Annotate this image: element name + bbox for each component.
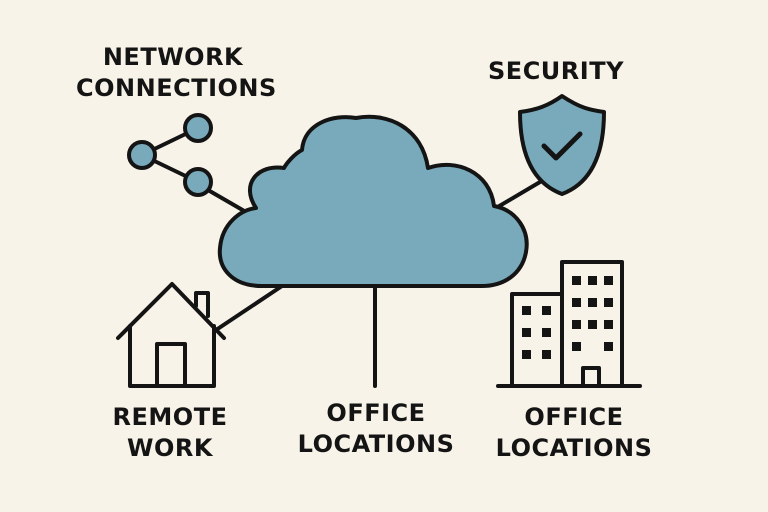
label-line: WORK — [127, 434, 213, 462]
check-mark-icon — [541, 131, 583, 161]
building-door — [581, 366, 601, 388]
network-node — [127, 140, 157, 170]
connector-lines — [206, 180, 542, 388]
label-line: OFFICE — [326, 399, 426, 427]
network-node — [183, 167, 213, 197]
house-icon — [116, 282, 226, 388]
security-label: SECURITY — [486, 56, 626, 87]
house-door — [155, 342, 187, 388]
label-line: NETWORK — [102, 43, 244, 71]
label-line: CONNECTIONS — [76, 74, 277, 102]
office-buildings-icon — [496, 260, 642, 388]
remote-work-label: REMOTE WORK — [104, 402, 236, 464]
label-line: SECURITY — [488, 57, 624, 85]
network-connections-label: NETWORK CONNECTIONS — [76, 42, 277, 104]
label-line: OFFICE — [524, 403, 624, 431]
network-nodes-icon — [127, 113, 213, 197]
label-line: REMOTE — [112, 403, 228, 431]
connector-network — [206, 188, 248, 214]
office-locations-center-label: OFFICE LOCATIONS — [296, 398, 456, 460]
connector-security — [494, 180, 542, 210]
label-line: LOCATIONS — [495, 434, 653, 462]
network-node — [183, 113, 213, 143]
label-line: LOCATIONS — [297, 430, 455, 458]
cloud-icon — [217, 114, 529, 288]
building-short — [510, 292, 566, 388]
office-locations-right-label: OFFICE LOCATIONS — [494, 402, 654, 464]
connector-remote-work — [214, 284, 284, 332]
shield-check-icon — [518, 94, 606, 196]
